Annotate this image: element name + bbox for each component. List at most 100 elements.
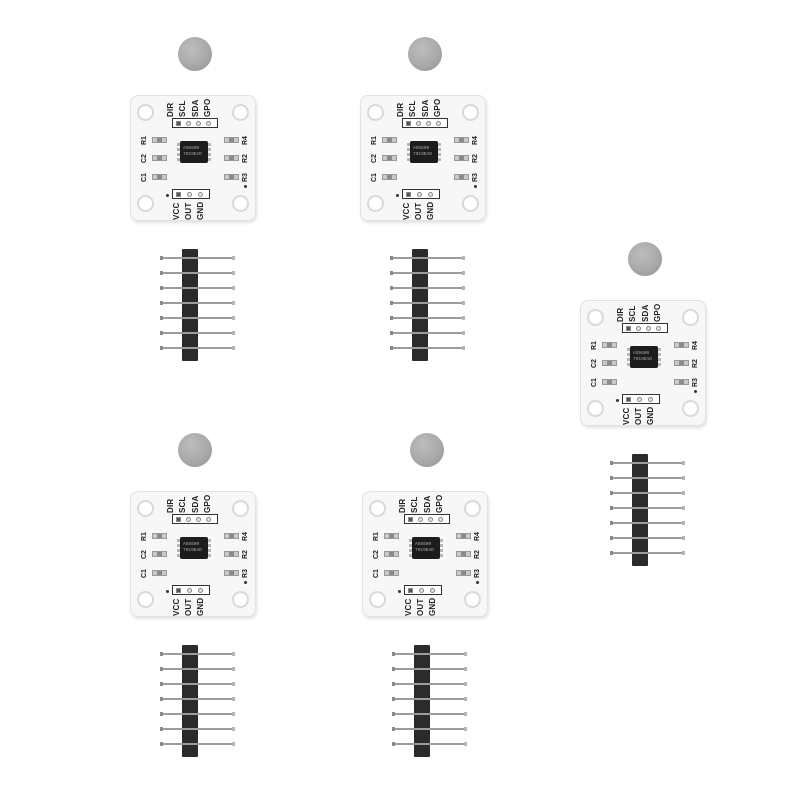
mounting-hole [232, 104, 249, 121]
header-pin [160, 346, 235, 350]
sensor-board: DIR SCL SDA GPO AS5600 7919EAD R1 [130, 95, 256, 221]
sensor-board: DIR SCL SDA GPO AS5600 7919EAD R1 [362, 491, 488, 617]
label-r1: R1 [591, 341, 598, 350]
pin-label-vcc: VCC [172, 598, 181, 617]
smd-component [456, 533, 471, 539]
header-pin [392, 682, 467, 686]
pin-label-sda: SDA [641, 304, 650, 323]
smd-component [224, 174, 239, 180]
solder-pad [176, 587, 181, 593]
chip-leg [208, 554, 211, 557]
mounting-hole [137, 104, 154, 121]
header-pin [392, 727, 467, 731]
solder-pad [176, 120, 181, 126]
chip-leg [177, 153, 180, 156]
sensor-board: DIR SCL SDA GPO AS5600 7919EAD R1 [360, 95, 486, 221]
mounting-hole [232, 591, 249, 608]
smd-component [382, 174, 397, 180]
header-pin [160, 727, 235, 731]
chip-leg [177, 148, 180, 151]
marker-dot [244, 185, 247, 188]
chip-leg [208, 539, 211, 542]
smd-component [384, 570, 399, 576]
chip-leg [177, 544, 180, 547]
magnet-disc [410, 433, 444, 467]
smd-component [674, 360, 689, 366]
magnet-disc [628, 242, 662, 276]
label-c2: C2 [371, 154, 378, 163]
solder-pad [656, 325, 661, 331]
sensor-board: DIR SCL SDA GPO AS5600 7919EAD R1 [130, 491, 256, 617]
chip-marking-2: 7919EAD [183, 152, 202, 157]
pin-header-bottom [622, 394, 660, 404]
header-pin [160, 331, 235, 335]
smd-component [152, 570, 167, 576]
smd-component [152, 174, 167, 180]
marker-dot [398, 590, 401, 593]
marker-dot [616, 399, 619, 402]
chip-marking-1: AS5600 [633, 351, 650, 356]
label-c2: C2 [591, 359, 598, 368]
smd-component [674, 379, 689, 385]
chip-leg [440, 549, 443, 552]
sensor-chip: AS5600 7919EAD [630, 346, 658, 368]
mounting-hole [369, 500, 386, 517]
smd-component [602, 360, 617, 366]
header-pin [160, 742, 235, 746]
header-pin [392, 652, 467, 656]
pin-label-gpo: GPO [435, 494, 444, 513]
pin-label-gpo: GPO [203, 494, 212, 513]
header-pin [610, 536, 685, 540]
smd-component [382, 155, 397, 161]
label-c1: C1 [141, 569, 148, 578]
chip-leg [177, 158, 180, 161]
chip-leg [407, 143, 410, 146]
smd-component [382, 137, 397, 143]
label-c1: C1 [591, 378, 598, 387]
pin-header-bottom [404, 585, 442, 595]
label-r3: R3 [474, 569, 481, 578]
sensor-chip: AS5600 7919EAD [410, 141, 438, 163]
label-c1: C1 [371, 173, 378, 182]
header-pin [392, 697, 467, 701]
pin-header-strip [632, 454, 648, 566]
pin-label-scl: SCL [178, 100, 187, 117]
solder-pad [406, 120, 411, 126]
marker-dot [396, 194, 399, 197]
chip-leg [409, 549, 412, 552]
pin-label-scl: SCL [410, 496, 419, 513]
header-pin [610, 551, 685, 555]
header-pin [160, 256, 235, 260]
chip-leg [658, 363, 661, 366]
label-c2: C2 [141, 154, 148, 163]
pin-label-gnd: GND [426, 201, 435, 220]
marker-dot [244, 581, 247, 584]
label-r4: R4 [472, 136, 479, 145]
solder-pad [206, 516, 211, 522]
label-r1: R1 [373, 532, 380, 541]
chip-marking-1: AS5600 [183, 146, 200, 151]
smd-component [602, 379, 617, 385]
label-c2: C2 [373, 550, 380, 559]
magnet-disc [178, 37, 212, 71]
label-r4: R4 [474, 532, 481, 541]
solder-pad [430, 587, 435, 593]
smd-component [224, 137, 239, 143]
header-pin [390, 271, 465, 275]
label-r2: R2 [692, 359, 699, 368]
pin-label-out: OUT [414, 202, 423, 221]
smd-component [152, 155, 167, 161]
header-pin [160, 301, 235, 305]
smd-component [674, 342, 689, 348]
header-pin [610, 476, 685, 480]
header-pin [610, 491, 685, 495]
chip-leg [627, 353, 630, 356]
pin-label-dir: DIR [616, 307, 625, 322]
solder-pad [176, 516, 181, 522]
chip-leg [438, 148, 441, 151]
label-r1: R1 [371, 136, 378, 145]
solder-pad [648, 396, 653, 402]
mounting-hole [137, 591, 154, 608]
chip-leg [407, 148, 410, 151]
pin-label-scl: SCL [628, 305, 637, 322]
